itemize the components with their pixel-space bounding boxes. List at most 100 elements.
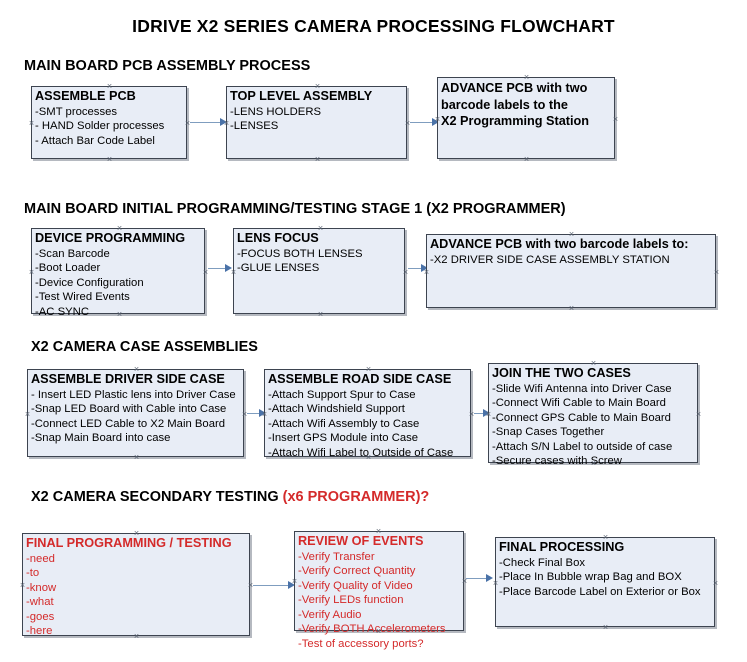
- list-item: -X2 DRIVER SIDE CASE ASSEMBLY STATION: [430, 253, 670, 266]
- list-item: -SMT processes: [35, 105, 118, 118]
- connector-handle-top[interactable]: [106, 83, 113, 90]
- connector-handle-right[interactable]: [713, 269, 720, 276]
- list-item: -Verify Quality of Video: [298, 579, 413, 592]
- box-advance-pcb-to-programming-station[interactable]: ADVANCE PCB with two barcode labels to t…: [437, 77, 615, 159]
- connector-handle-left[interactable]: [19, 582, 26, 589]
- section-heading-text: X2 CAMERA SECONDARY TESTING: [31, 489, 283, 505]
- connector-handle-top[interactable]: [314, 83, 321, 90]
- list-item: -Verify Audio: [298, 608, 362, 621]
- box-item-list: -need -to -know -what -goes -here: [23, 552, 249, 639]
- box-advance-pcb-to-driver-side-case[interactable]: ADVANCE PCB with two barcode labels to: …: [426, 234, 716, 308]
- connector-handle-bottom[interactable]: [523, 156, 530, 163]
- connector-line: [190, 122, 223, 123]
- section-heading-initial-programming: MAIN BOARD INITIAL PROGRAMMING/TESTING S…: [24, 201, 566, 217]
- connector-handle-left[interactable]: [485, 411, 492, 418]
- connector-handle-right[interactable]: [461, 578, 468, 585]
- box-header: ADVANCE PCB with two barcode labels to t…: [438, 78, 614, 131]
- connector-handle-bottom[interactable]: [106, 156, 113, 163]
- box-final-processing[interactable]: FINAL PROCESSING -Check Final Box -Place…: [495, 537, 715, 627]
- connector-handle-right[interactable]: [695, 411, 702, 418]
- section-heading-red-text: (x6 PROGRAMMER)?: [282, 489, 430, 505]
- box-header: JOIN THE TWO CASES: [492, 366, 631, 380]
- list-item: -Verify BOTH Accelerometers: [298, 623, 446, 636]
- list-item: -Place Barcode Label on Exterior or Box: [499, 585, 701, 598]
- connector-handle-bottom[interactable]: [568, 305, 575, 312]
- connector-handle-right[interactable]: [712, 580, 719, 587]
- box-assemble-road-side-case[interactable]: ASSEMBLE ROAD SIDE CASE -Attach Support …: [261, 366, 471, 460]
- connector-handle-bottom[interactable]: [365, 454, 372, 461]
- list-item: -GLUE LENSES: [237, 262, 320, 275]
- connector-handle-left[interactable]: [223, 120, 230, 127]
- connector-handle-left[interactable]: [28, 120, 35, 127]
- box-assemble-pcb[interactable]: ASSEMBLE PCB -SMT processes - HAND Solde…: [31, 86, 187, 159]
- list-item: -Verify Transfer: [298, 550, 375, 563]
- connector-handle-bottom[interactable]: [375, 628, 382, 635]
- box-item-list: -Attach Support Spur to Case -Attach Win…: [265, 388, 470, 460]
- list-item: -here: [26, 625, 53, 638]
- connector-handle-top[interactable]: [133, 366, 140, 373]
- page-title: IDRIVE X2 SERIES CAMERA PROCESSING FLOWC…: [132, 16, 615, 36]
- box-header: REVIEW OF EVENTS: [298, 534, 424, 548]
- connector-handle-right[interactable]: [612, 116, 619, 123]
- box-header: TOP LEVEL ASSEMBLY: [230, 89, 373, 103]
- connector-handle-left[interactable]: [28, 269, 35, 276]
- box-header-line3: X2 Programming Station: [441, 114, 590, 128]
- connector-line: [408, 268, 426, 269]
- list-item: -Attach S/N Label to outside of case: [492, 440, 673, 453]
- box-final-programming-testing[interactable]: FINAL PROGRAMMING / TESTING -need -to -k…: [19, 530, 250, 639]
- list-item: -Slide Wifi Antenna into Driver Case: [492, 382, 672, 395]
- connector-line: [253, 585, 293, 586]
- box-item-list: -Slide Wifi Antenna into Driver Case -Co…: [489, 382, 697, 469]
- list-item: -Snap LED Board with Cable into Case: [31, 403, 227, 416]
- connector-handle-bottom[interactable]: [116, 311, 123, 318]
- connector-handle-bottom[interactable]: [602, 624, 609, 631]
- connector-handle-top[interactable]: [116, 225, 123, 232]
- connector-handle-bottom[interactable]: [133, 633, 140, 640]
- connector-handle-left[interactable]: [492, 580, 499, 587]
- box-assemble-driver-side-case[interactable]: ASSEMBLE DRIVER SIDE CASE - Insert LED P…: [27, 369, 244, 457]
- connector-handle-top[interactable]: [133, 530, 140, 537]
- connector-handle-bottom[interactable]: [590, 460, 597, 467]
- connector-handle-left[interactable]: [24, 411, 31, 418]
- list-item: -Connect Wifi Cable to Main Board: [492, 397, 666, 410]
- connector-handle-top[interactable]: [365, 366, 372, 373]
- connector-handle-left[interactable]: [261, 411, 268, 418]
- list-item: -Connect GPS Cable to Main Board: [492, 411, 671, 424]
- connector-handle-bottom[interactable]: [317, 311, 324, 318]
- connector-handle-bottom[interactable]: [314, 156, 321, 163]
- list-item: - Insert LED Plastic lens into Driver Ca…: [31, 388, 236, 401]
- connector-line: [208, 268, 230, 269]
- list-item: -AC SYNC: [35, 305, 89, 318]
- connector-handle-top[interactable]: [523, 74, 530, 81]
- connector-handle-bottom[interactable]: [133, 454, 140, 461]
- box-item-list: -Verify Transfer -Verify Correct Quantit…: [295, 550, 463, 651]
- box-review-of-events[interactable]: REVIEW OF EVENTS -Verify Transfer -Verif…: [291, 528, 464, 650]
- list-item: -Snap Main Board into case: [31, 432, 171, 445]
- box-item-list: -Check Final Box -Place In Bubble wrap B…: [496, 556, 714, 599]
- box-top-level-assembly[interactable]: TOP LEVEL ASSEMBLY -LENS HOLDERS -LENSES: [226, 86, 407, 159]
- connector-handle-left[interactable]: [230, 269, 237, 276]
- list-item: -goes: [26, 610, 55, 623]
- box-lens-focus[interactable]: LENS FOCUS -FOCUS BOTH LENSES -GLUE LENS…: [233, 228, 405, 314]
- box-device-programming[interactable]: DEVICE PROGRAMMING -Scan Barcode -Boot L…: [28, 225, 205, 318]
- list-item: -Verify LEDs function: [298, 594, 404, 607]
- connector-handle-left[interactable]: [423, 269, 430, 276]
- connector-handle-right[interactable]: [402, 269, 409, 276]
- connector-handle-right[interactable]: [202, 269, 209, 276]
- list-item: -Attach Windshield Support: [268, 403, 405, 416]
- box-join-the-two-cases[interactable]: JOIN THE TWO CASES -Slide Wifi Antenna i…: [485, 360, 698, 467]
- connector-handle-top[interactable]: [375, 528, 382, 535]
- connector-handle-top[interactable]: [317, 225, 324, 232]
- connector-handle-top[interactable]: [590, 360, 597, 367]
- connector-handle-left[interactable]: [434, 116, 441, 123]
- box-header: ADVANCE PCB with two barcode labels to:: [430, 237, 689, 251]
- connector-handle-left[interactable]: [291, 578, 298, 585]
- box-header: ASSEMBLE PCB: [35, 89, 136, 103]
- list-item: -Scan Barcode: [35, 247, 110, 260]
- connector-handle-top[interactable]: [602, 534, 609, 541]
- list-item: -FOCUS BOTH LENSES: [237, 247, 363, 260]
- connector-line: [247, 413, 265, 414]
- connector-handle-top[interactable]: [568, 231, 575, 238]
- list-item: -LENS HOLDERS: [230, 105, 322, 118]
